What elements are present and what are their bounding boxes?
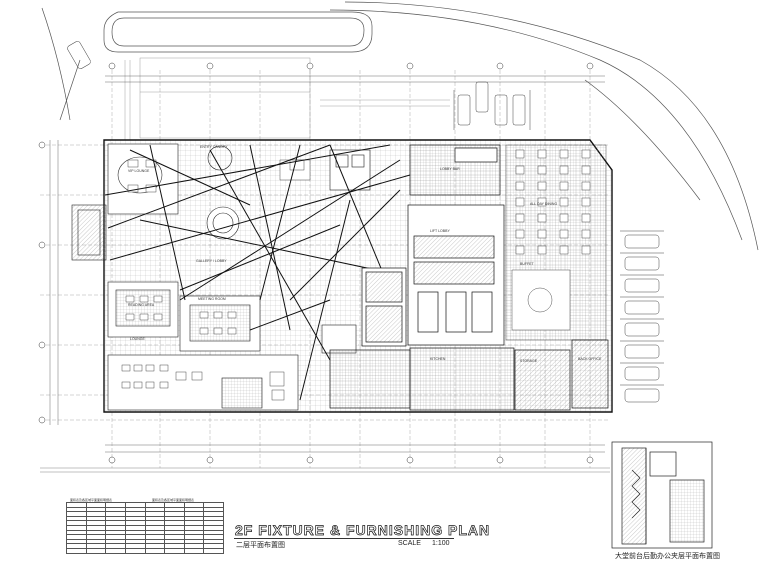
room-label: LIFT LOBBY: [430, 229, 450, 233]
drawing-subtitle: 二层平面布置图: [236, 541, 285, 549]
schedule-cell: [203, 547, 224, 554]
schedule-cell: [66, 547, 87, 554]
schedule-cell: [85, 547, 107, 554]
dining-table: [559, 229, 569, 239]
parked-car: [67, 41, 91, 69]
parked-car: [624, 344, 660, 359]
room-label: MEETING ROOM: [198, 297, 226, 301]
dining-table: [581, 245, 591, 255]
schedule-cell: [105, 547, 126, 554]
dining-table: [515, 213, 525, 223]
schedule-cell: [183, 547, 205, 554]
top-parking: [453, 81, 531, 130]
inset-caption: 大堂前台后勤办公夹层平面布置图: [615, 552, 720, 560]
schedule-cell: [124, 547, 146, 554]
dining-table: [537, 197, 547, 207]
room-label: BUFFET: [520, 262, 534, 266]
parked-car: [624, 388, 660, 403]
dimension-lines: [49, 75, 605, 453]
dining-table: [559, 213, 569, 223]
site-road: [41, 1, 759, 251]
room-label: LOBBY BAR: [440, 167, 460, 171]
upper-outline: [124, 57, 450, 140]
dining-area: [505, 144, 607, 341]
parked-car: [624, 366, 660, 381]
dining-table: [581, 181, 591, 191]
scale-label: SCALE: [398, 540, 421, 547]
right-parking: [620, 230, 664, 403]
dining-table: [581, 229, 591, 239]
parked-car: [624, 278, 660, 293]
drawing-title: 2F FIXTURE & FURNISHING PLAN: [235, 522, 491, 539]
schedule-row: [66, 547, 224, 554]
dining-table: [559, 165, 569, 175]
dining-table: [515, 245, 525, 255]
dining-table: [515, 229, 525, 239]
central-zone: [206, 145, 371, 354]
dining-table: [537, 181, 547, 191]
schedule-cell: [144, 547, 166, 554]
dining-table: [515, 165, 525, 175]
dining-table: [515, 197, 525, 207]
room-label: READING AREA: [128, 303, 155, 307]
room-label: VIP LOUNGE: [128, 169, 150, 173]
dining-table: [581, 197, 591, 207]
dining-table: [537, 213, 547, 223]
room-label: KITCHEN: [430, 357, 446, 361]
schedule-row: [66, 525, 224, 531]
title-rule: [234, 538, 454, 539]
dining-table: [559, 197, 569, 207]
room-label: GALLERY / LOBBY: [196, 259, 227, 263]
parked-car: [624, 300, 660, 315]
room-label: STORAGE: [520, 359, 538, 363]
room-labels: VIP LOUNGE LOUNGE GALLERY / LOBBY LIFT LOBB…: [128, 145, 602, 363]
room-label: ALL DAY DINING: [530, 202, 557, 206]
dining-table: [581, 165, 591, 175]
parked-car: [624, 256, 660, 271]
dining-table: [537, 245, 547, 255]
schedule-left-header: 面积表及各区域平面面积明细表: [70, 498, 113, 502]
schedule-row: [66, 502, 224, 508]
furniture: [121, 159, 311, 401]
dining-table: [559, 245, 569, 255]
dining-table: [559, 181, 569, 191]
grid-bubbles: [38, 62, 594, 464]
schedule-grid: [66, 502, 224, 554]
dining-table: [515, 181, 525, 191]
parked-car: [624, 234, 660, 249]
schedule-cell: [164, 547, 185, 554]
parked-car: [624, 322, 660, 337]
schedule-right-header: 面积表及各区域平面面积明细表: [152, 498, 195, 502]
area-schedule: 面积表及各区域平面面积明细表 面积表及各区域平面面积明细表: [66, 498, 224, 554]
room-label: LOUNGE: [130, 337, 145, 341]
scale-value: 1:100: [432, 540, 450, 547]
sheet-border: [40, 467, 610, 473]
dining-tables: [515, 149, 591, 255]
dining-table: [537, 165, 547, 175]
room-label: ENTRY CANOPY: [200, 145, 228, 149]
schedule-row: [66, 506, 224, 513]
dining-table: [581, 149, 591, 159]
dining-table: [581, 213, 591, 223]
left-stair: [71, 204, 107, 261]
dining-table: [559, 149, 569, 159]
dining-table: [537, 149, 547, 159]
dining-table: [515, 149, 525, 159]
feature-lines: [104, 144, 411, 401]
room-label: BACK OFFICE: [578, 357, 602, 361]
inset-plan: [611, 441, 713, 549]
dining-table: [537, 229, 547, 239]
